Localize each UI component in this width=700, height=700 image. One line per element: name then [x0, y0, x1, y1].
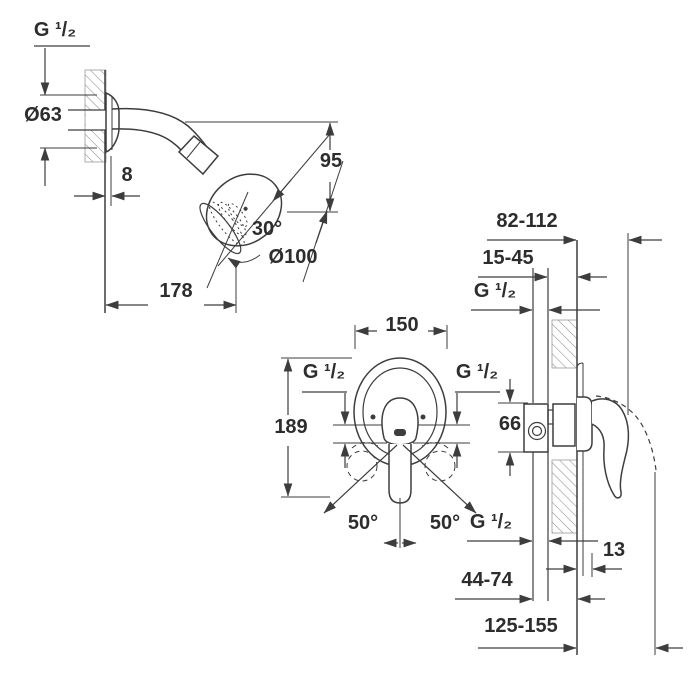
wall-hatch-top	[551, 319, 578, 369]
wall-pipe-stub	[68, 109, 108, 131]
dim-mixer-thread-right-label: G ¹/₂	[455, 361, 499, 383]
dim-arm-projection-label: 178	[159, 280, 193, 302]
height-dim-extensions	[281, 357, 352, 498]
dim-proj-range-label: 82-112	[496, 210, 558, 232]
dim-total-depth-label: 125-155	[484, 615, 558, 637]
dim-side-thread-top-label: G ¹/₂	[473, 280, 517, 302]
dim-head-diameter-label: Ø100	[268, 246, 318, 268]
inlet-hidden-lines	[333, 424, 470, 444]
shower-head-view	[34, 45, 344, 313]
valve-cartridge	[552, 403, 576, 447]
dim-flange-offset-label: 8	[121, 164, 133, 186]
dim-head-angle-label: 30°	[251, 218, 283, 240]
swing-line-right	[402, 444, 477, 514]
dim-flange-diameter-label: Ø63	[24, 104, 62, 126]
nut-detail-line	[186, 141, 201, 159]
dim-mixer-body-height-label: 66	[498, 413, 522, 435]
drop-dim-extensions	[185, 121, 338, 213]
spray-axis-line	[206, 191, 249, 289]
shower-head	[199, 173, 283, 255]
valve-port-outer	[527, 421, 547, 441]
valve-body	[523, 403, 549, 453]
handle-marker-bar	[394, 429, 406, 436]
dim-depth-range-label: 15-45	[482, 247, 534, 269]
head-dia-arrow-a	[272, 179, 292, 202]
valve-port-inner	[531, 425, 543, 437]
shower-arm-top	[111, 107, 210, 151]
arm-cone-nut	[177, 134, 220, 176]
dim-shower-thread-label: G ¹/₂	[33, 19, 77, 41]
dim-head-drop-label: 95	[319, 150, 343, 172]
dim-trim-projection-label: 13	[602, 539, 626, 561]
shower-arm-bottom	[111, 128, 192, 164]
dim-swing-right-label: 50°	[429, 512, 461, 534]
flange-dim-extensions	[40, 94, 97, 149]
handle-alt-arcs	[351, 442, 449, 449]
handle-side	[591, 398, 630, 499]
handle-cap	[381, 397, 419, 446]
dim-swing-left-label: 50°	[347, 512, 379, 534]
dim-mixer-height-label: 189	[274, 416, 308, 438]
dim-mixer-thread-left-label: G ¹/₂	[302, 361, 346, 383]
pipe-mask	[86, 110, 108, 130]
dim-mixer-width-label: 150	[385, 314, 419, 336]
width-dim-extensions	[354, 325, 448, 349]
swing-line-left	[323, 444, 398, 514]
angle-arc	[227, 254, 261, 269]
mixer-front-view	[281, 325, 528, 548]
mixer-side-view	[455, 233, 683, 655]
wall-hatch-bottom	[551, 459, 578, 534]
handle-side-alt-dashed	[595, 395, 657, 471]
sleeve-lines	[576, 362, 584, 576]
screw-dot-right	[420, 414, 426, 420]
handle-alt-position-right	[424, 450, 456, 482]
dim-side-thread-bottom-label: G ¹/₂	[469, 511, 513, 533]
screw-dot-left	[370, 414, 376, 420]
supply-pipes	[532, 268, 549, 601]
head-dia-arrow-b	[315, 210, 328, 244]
body-height-extensions	[498, 402, 528, 453]
handle-alt-position-left	[346, 450, 378, 482]
handle-lever	[388, 444, 412, 504]
escutcheon-side	[577, 396, 593, 452]
dim-supply-depth-label: 44-74	[461, 569, 513, 591]
